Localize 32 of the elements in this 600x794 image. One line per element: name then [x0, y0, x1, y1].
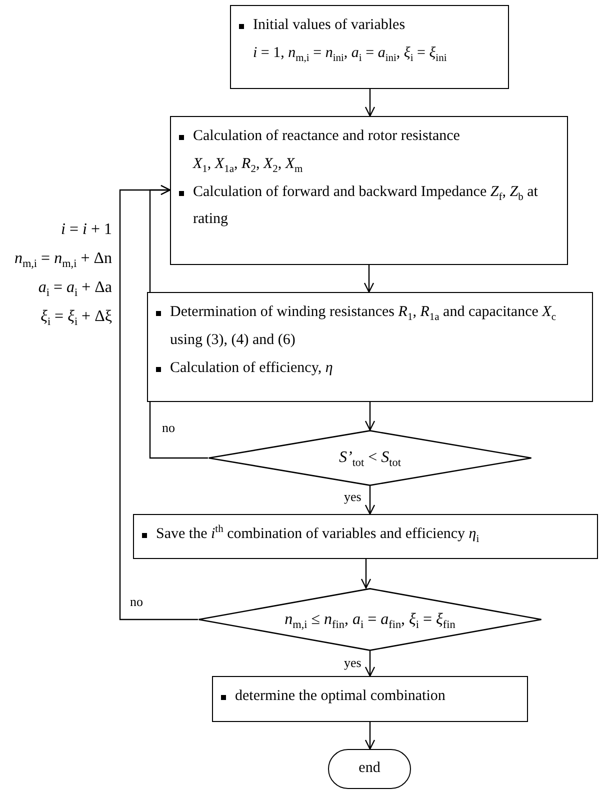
process-box: [230, 5, 509, 89]
arrow: [119, 184, 198, 620]
step-text: Calculation of forward and backward Impedance Z$_{f}$, Z$_{b}$ at rating: [193, 182, 539, 230]
condition-text: S’$_{tot}$ < S$_{tot}$: [338, 448, 402, 472]
process-box: [133, 514, 598, 559]
step-text: i = 1, n$_{m,i}$ = n$_{ini}$, a$_{i}$ = a$_{ini}$, ξ$_{i}$ = ξ$_{ini}$: [253, 44, 448, 66]
step-text: X$_{1}$, X$_{1a}$, R$_{2}$, X$_{2}$, X$_{m}$: [193, 154, 304, 177]
step-text: Determination of winding resistances R$_{1}$, R$_{1a}$ and capacitance X$_{c}$ using (3), (4) and (6): [170, 303, 557, 350]
decision-diamond: [198, 588, 542, 651]
process-box: [147, 292, 593, 402]
process-box: [212, 676, 528, 722]
decision-diamond: [208, 430, 532, 486]
arrow: [360, 559, 372, 589]
step-text: Initial values of variables: [253, 16, 406, 35]
arrow: [364, 486, 376, 515]
arrow: [364, 89, 376, 117]
update-equation: ξ$_{i}$ = ξ$_{i}$ + Δξ: [40, 307, 112, 326]
step-text: Save the i$^{th}$ combination of variables and efficiency η$_{i}$: [156, 523, 480, 547]
arrow: [364, 651, 376, 677]
arrow: [364, 402, 376, 431]
update-equation: a$_{i}$ = a$_{i}$ + Δa: [38, 278, 112, 298]
arrow: [364, 265, 374, 293]
update-equation: i = i + 1: [61, 220, 112, 240]
process-box: [170, 116, 568, 265]
step-text: Calculation of reactance and rotor resistance: [193, 127, 461, 146]
step-text: determine the optimal combination: [235, 687, 446, 706]
terminator-text: end: [358, 759, 380, 778]
step-text: Calculation of efficiency, η: [170, 358, 334, 378]
terminator: [328, 749, 411, 789]
arrow: [364, 722, 376, 750]
update-equation: n$_{m,i}$ = n$_{m,i}$ + Δn: [14, 249, 112, 268]
condition-text: n$_{m,i}$ ≤ n$_{fin}$, a$_{i}$ = a$_{fin}$, ξ$_{i}$ = ξ$_{fin}$: [284, 610, 456, 633]
